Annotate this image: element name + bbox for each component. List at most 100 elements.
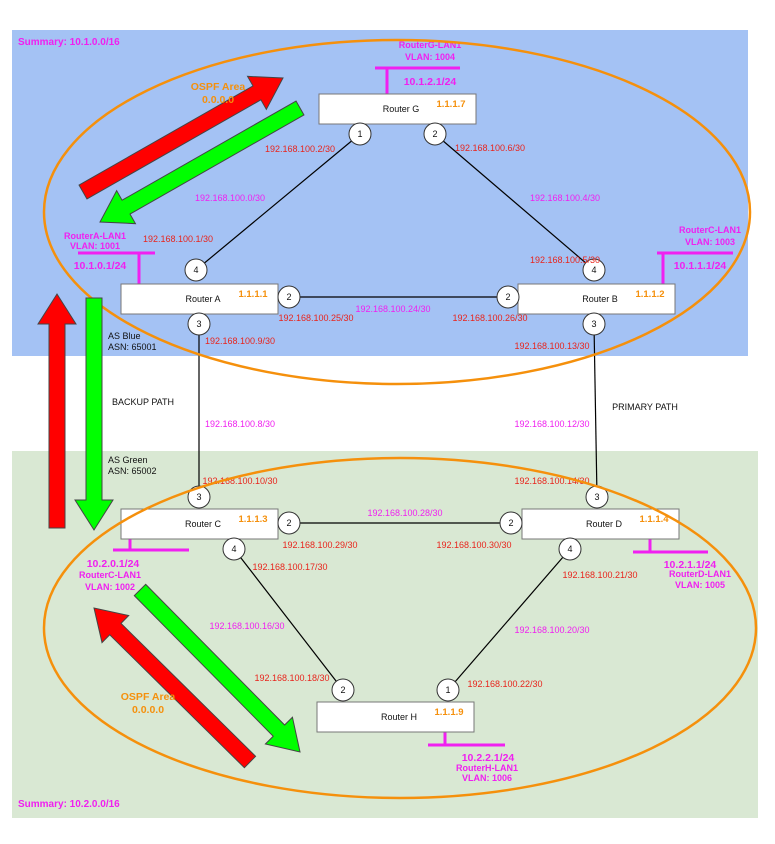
- router-B-name: Router B: [582, 294, 618, 304]
- link-to-ip-label: 192.168.100.5/30: [530, 255, 600, 265]
- summary-bottom-label: Summary: 10.2.0.0/16: [18, 799, 120, 810]
- link-to-ip-label: 192.168.100.14/30: [514, 476, 589, 486]
- port-C3[interactable]: [187, 485, 211, 509]
- lan-name-D: RouterD-LAN1: [669, 569, 731, 579]
- lan-name-H: RouterH-LAN1: [456, 763, 518, 773]
- router-A-name: Router A: [185, 294, 220, 304]
- arrow-up-red-top: [78, 75, 284, 200]
- lan-vlan-G: VLAN: 1004: [405, 52, 455, 62]
- link-to-ip-label: 192.168.100.30/30: [436, 540, 511, 550]
- port-C4[interactable]: [222, 537, 246, 561]
- router-D-name: Router D: [586, 519, 623, 529]
- lan-subnet-D: 10.2.1.1/24: [664, 559, 717, 571]
- arrow-up-red-left: [37, 293, 77, 529]
- port-H2[interactable]: [331, 678, 355, 702]
- router-H-box[interactable]: [316, 701, 475, 733]
- link-network-label: 192.168.100.12/30: [514, 419, 589, 429]
- arrow-up-red-bottom: [93, 607, 257, 769]
- lan-vlan-H: VLAN: 1006: [462, 773, 512, 783]
- lan-subnet-H: 10.2.2.1/24: [462, 752, 515, 764]
- router-G-name: Router G: [383, 104, 420, 114]
- link-line-C4-H2: [233, 548, 344, 691]
- port-A4[interactable]: [184, 258, 208, 282]
- port-G1[interactable]: [348, 122, 372, 146]
- port-C4-number: 4: [231, 544, 236, 554]
- router-G-box[interactable]: [318, 93, 477, 125]
- port-B2-number: 2: [505, 292, 510, 302]
- link-line-G1-A4: [195, 133, 361, 271]
- port-A2-number: 2: [286, 292, 291, 302]
- primary-path-label: PRIMARY PATH: [612, 402, 678, 412]
- port-D4[interactable]: [558, 537, 582, 561]
- router-H-name: Router H: [381, 712, 417, 722]
- backup-path-label: BACKUP PATH: [112, 397, 174, 407]
- lan-subnet-G: 10.1.2.1/24: [404, 76, 457, 88]
- lan-vlan-D: VLAN: 1005: [675, 580, 725, 590]
- link-from-ip-label: 192.168.100.9/30: [205, 336, 275, 346]
- lan-vlan-A: VLAN: 1001: [70, 241, 120, 251]
- port-C2-number: 2: [286, 518, 291, 528]
- port-D3-number: 3: [594, 492, 599, 502]
- arrow-down-green-top: [99, 100, 305, 225]
- link-from-ip-label: 192.168.100.2/30: [265, 144, 335, 154]
- lan-name-A: RouterA-LAN1: [64, 231, 126, 241]
- lan-subnet-B: 10.1.1.1/24: [674, 260, 727, 272]
- as-top-name: AS Blue: [108, 331, 141, 341]
- link-to-ip-label: 192.168.100.18/30: [254, 673, 329, 683]
- link-from-ip-label: 192.168.100.29/30: [282, 540, 357, 550]
- router-C-id: 1.1.1.3: [238, 514, 267, 525]
- port-G1-number: 1: [357, 129, 362, 139]
- lan-subnet-C: 10.2.0.1/24: [87, 558, 140, 570]
- lan-vlan-C: VLAN: 1002: [85, 582, 135, 592]
- router-D-id: 1.1.1.4: [639, 514, 669, 525]
- port-A2[interactable]: [277, 285, 301, 309]
- link-network-label: 192.168.100.16/30: [209, 621, 284, 631]
- as-bottom-name: AS Green: [108, 455, 148, 465]
- link-line-G2-B4: [434, 133, 595, 271]
- port-B2[interactable]: [496, 285, 520, 309]
- ospf-area-top-ellipse: [42, 38, 752, 386]
- arrow-down-green-bottom: [133, 583, 301, 753]
- link-from-ip-label: 192.168.100.6/30: [455, 143, 525, 153]
- port-C2[interactable]: [277, 511, 301, 535]
- link-to-ip-label: 192.168.100.10/30: [202, 476, 277, 486]
- port-H1-number: 1: [445, 685, 450, 695]
- port-A3[interactable]: [187, 312, 211, 336]
- port-A3-number: 3: [196, 319, 201, 329]
- router-B-box[interactable]: [517, 283, 676, 315]
- ospf-area-top-label: OSPF Area: [191, 81, 246, 93]
- port-D4-number: 4: [567, 544, 572, 554]
- link-line-D4-H1: [447, 548, 571, 691]
- port-B4-number: 4: [591, 265, 596, 275]
- lan-vlan-B: VLAN: 1003: [685, 237, 735, 247]
- router-B-id: 1.1.1.2: [635, 289, 664, 300]
- port-H1[interactable]: [436, 678, 460, 702]
- as-top-asn: ASN: 65001: [108, 342, 157, 352]
- router-H-id: 1.1.1.9: [434, 707, 463, 718]
- router-A-id: 1.1.1.1: [238, 289, 268, 300]
- router-C-box[interactable]: [120, 508, 279, 540]
- link-network-label: 192.168.100.4/30: [530, 193, 600, 203]
- ospf-area-bottom-label: OSPF Area: [121, 691, 176, 703]
- link-from-ip-label: 192.168.100.17/30: [252, 562, 327, 572]
- ospf-area-bottom-ellipse: [42, 456, 758, 800]
- lan-name-C: RouterC-LAN1: [79, 570, 141, 580]
- port-B3[interactable]: [582, 312, 606, 336]
- port-H2-number: 2: [340, 685, 345, 695]
- summary-top-label: Summary: 10.1.0.0/16: [18, 37, 120, 48]
- link-line-B3-D3: [593, 323, 598, 498]
- port-D2[interactable]: [499, 511, 523, 535]
- lan-name-G: RouterG-LAN1: [399, 40, 462, 50]
- router-D-box[interactable]: [521, 508, 680, 540]
- port-C3-number: 3: [196, 492, 201, 502]
- link-network-label: 192.168.100.28/30: [367, 508, 442, 518]
- link-network-label: 192.168.100.0/30: [195, 193, 265, 203]
- router-A-box[interactable]: [120, 283, 279, 315]
- port-B4[interactable]: [582, 258, 606, 282]
- link-from-ip-label: 192.168.100.21/30: [562, 570, 637, 580]
- ospf-area-bottom-id: 0.0.0.0: [132, 704, 164, 716]
- link-network-label: 192.168.100.20/30: [514, 625, 589, 635]
- port-G2[interactable]: [423, 122, 447, 146]
- router-C-name: Router C: [185, 519, 222, 529]
